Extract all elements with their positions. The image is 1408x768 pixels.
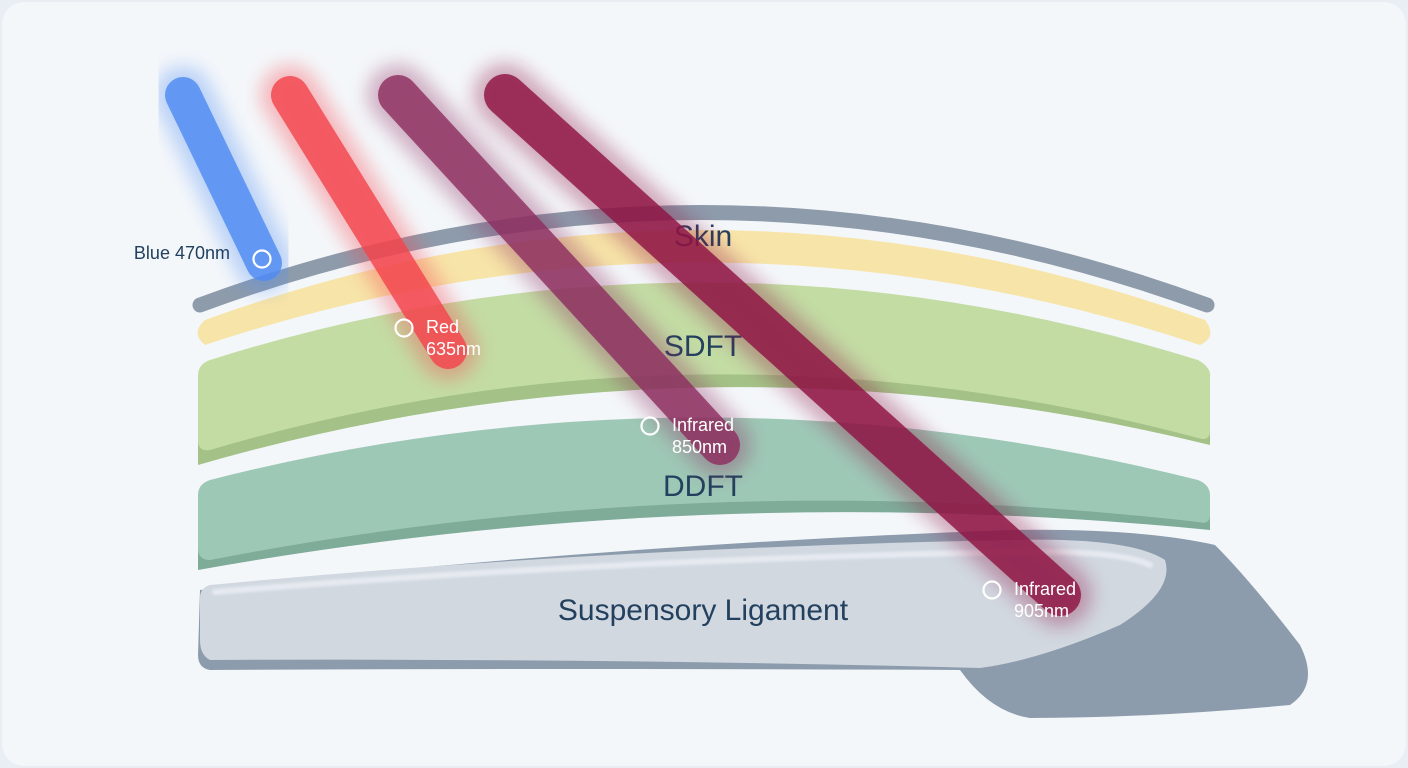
beam-ir905-label-line1: Infrared	[1014, 579, 1076, 599]
beam-ir850-label-line2: 850nm	[672, 437, 727, 457]
beam-blue-label: Blue 470nm	[134, 243, 230, 263]
beam-blue-label-line1: Blue 470nm	[134, 243, 230, 263]
beam-red-marker	[394, 318, 414, 338]
beam-red-label-line1: Red	[426, 317, 459, 337]
layer-ddft-band	[198, 417, 1210, 560]
beam-red-core	[271, 76, 467, 369]
beam-ir850-marker	[640, 416, 660, 436]
layer-suspensory-label: Suspensory Ligament	[558, 594, 849, 627]
layer-ddft-label: DDFT	[663, 470, 743, 503]
beam-ir905-core	[484, 74, 1081, 616]
beam-blue-core	[165, 77, 282, 281]
beam-blue: Blue 470nm	[134, 66, 293, 292]
beam-ir905-label-line2: 905nm	[1014, 601, 1069, 621]
layer-suspensory-band	[200, 539, 1167, 668]
beam-ir850-label-line1: Infrared	[672, 415, 734, 435]
beam-ir850-core	[378, 75, 740, 465]
layer-skin-band	[197, 230, 1211, 345]
layer-suspensory-highlight	[212, 548, 1153, 595]
beam-blue-marker	[252, 249, 272, 269]
beam-ir905-marker	[982, 580, 1002, 600]
outer-skin-line	[192, 205, 1215, 313]
beam-red-label-line2: 635nm	[426, 339, 481, 359]
